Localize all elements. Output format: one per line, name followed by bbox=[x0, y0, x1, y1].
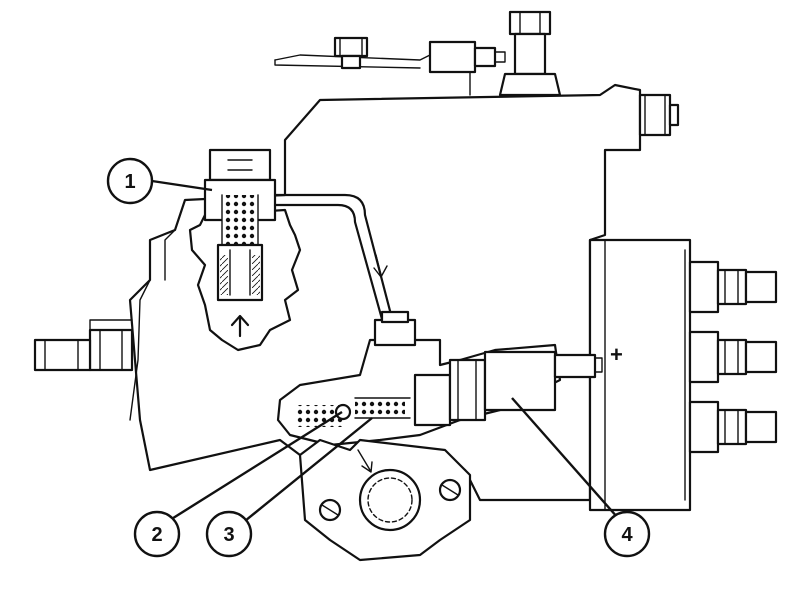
leader-3 bbox=[239, 417, 373, 526]
terminal-plus-sign: + bbox=[610, 342, 623, 367]
callout-4-label: 4 bbox=[621, 524, 633, 546]
callout-1-label: 1 bbox=[124, 171, 135, 193]
fuel-line bbox=[273, 193, 397, 332]
callout-3-label: 3 bbox=[223, 524, 234, 546]
timing-device-cutaway bbox=[276, 310, 603, 447]
callout-3: 3 bbox=[205, 510, 253, 558]
drive-shaft bbox=[33, 319, 134, 372]
outlet-bottom bbox=[688, 400, 778, 454]
callout-1: 1 bbox=[106, 157, 154, 205]
callout-2-label: 2 bbox=[151, 524, 162, 546]
leader-2 bbox=[169, 410, 343, 522]
callout-4: 4 bbox=[603, 510, 651, 558]
outlet-top bbox=[688, 260, 778, 314]
bottom-flange bbox=[298, 438, 472, 562]
leader-1 bbox=[151, 179, 213, 192]
leader-4 bbox=[511, 397, 619, 519]
pressure-valve-cutaway bbox=[188, 148, 302, 352]
leader-lines bbox=[151, 179, 619, 526]
outlet-middle bbox=[688, 330, 778, 384]
delivery-valve-block bbox=[588, 238, 778, 512]
callout-2: 2 bbox=[133, 510, 181, 558]
